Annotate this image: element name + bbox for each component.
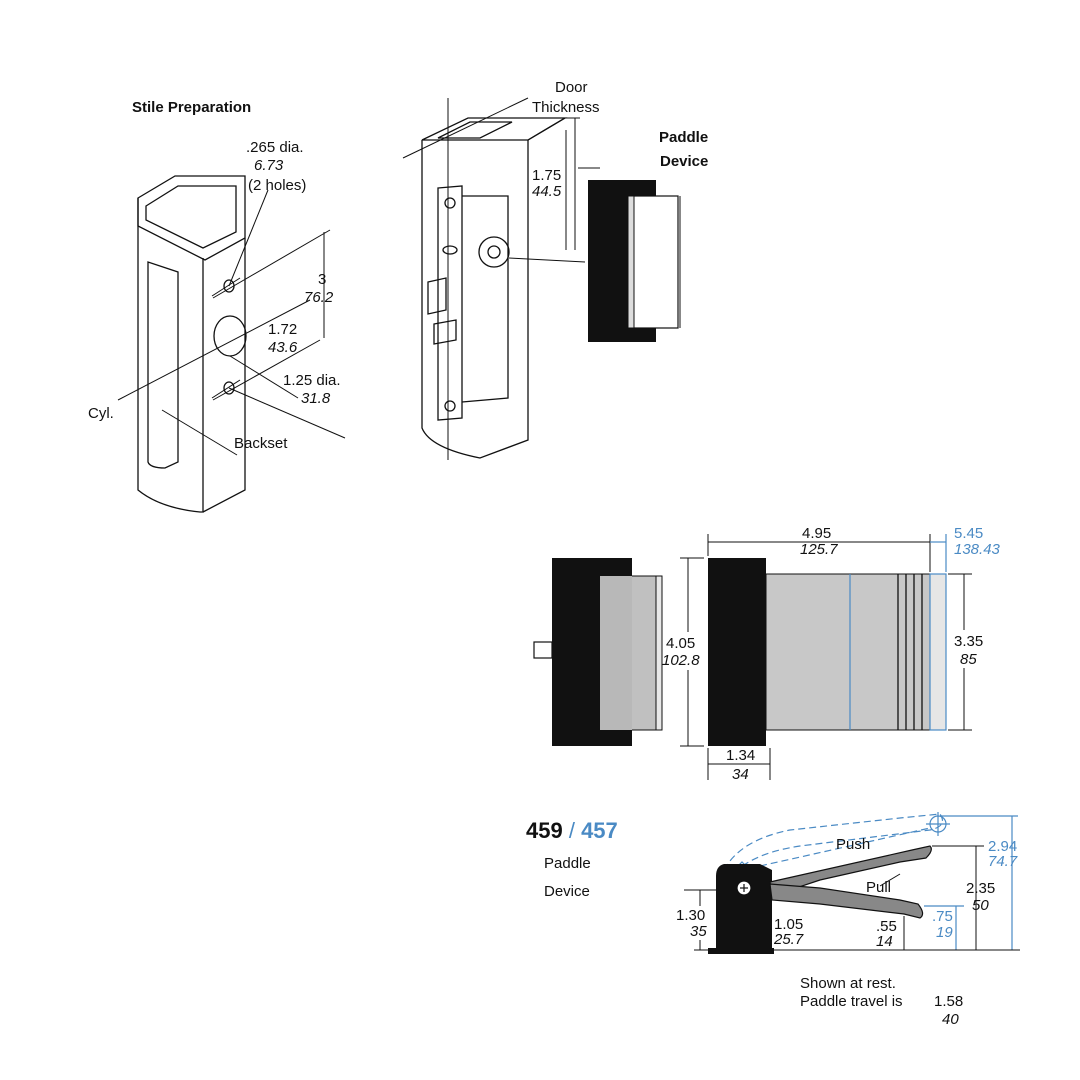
front-view-figure: 4.05 102.8 4.95 125.7 5.45 138.43 3.35 8… <box>533 525 1001 783</box>
front-inner-height: 3.35 <box>954 633 983 650</box>
model-line2: Device <box>544 883 590 900</box>
model-number: 459 / 457 <box>526 818 618 843</box>
holes-note: (2 holes) <box>248 177 306 194</box>
cyl-dia-mm: 31.8 <box>301 390 331 407</box>
side-gap-alt: .75 <box>932 908 953 925</box>
model-label: 459 / 457 Paddle Device <box>526 818 618 900</box>
stile-face <box>137 198 204 513</box>
cyl-label: Cyl. <box>88 405 114 422</box>
front-paddle <box>765 573 931 731</box>
model-line1: Paddle <box>544 855 591 872</box>
side-h-alt: 2.94 <box>988 838 1017 855</box>
door-thickness-line2: Thickness <box>532 99 600 116</box>
door-thickness-line1: Door <box>555 79 588 96</box>
front-inner-height-mm: 85 <box>960 651 977 668</box>
side-base-h-mm: 35 <box>690 923 707 940</box>
front-width-alt-mm: 138.43 <box>954 541 1001 558</box>
hole-dia-mm: 6.73 <box>254 157 284 174</box>
backset-label: Backset <box>234 435 288 452</box>
front-right-housing <box>708 558 766 746</box>
cyl-dia-label: 1.25 dia. <box>283 372 341 389</box>
paddle-top-line1: Paddle <box>659 129 708 146</box>
travel: 1.58 <box>934 993 963 1010</box>
front-base: 1.34 <box>726 747 755 764</box>
spacing-label: 3 <box>318 271 326 288</box>
push-lever <box>769 845 932 897</box>
cylinder <box>478 236 510 268</box>
stile-slot <box>147 261 179 469</box>
side-gap-mm: 14 <box>876 933 893 950</box>
front-width-alt: 5.45 <box>954 525 983 542</box>
stile-preparation-figure: Stile Preparation .265 dia. 6.73 (2 hole… <box>88 99 346 513</box>
stile-title: Stile Preparation <box>132 99 251 116</box>
front-height-mm: 102.8 <box>662 652 700 669</box>
front-base-mm: 34 <box>732 766 749 783</box>
push-label: Push <box>836 836 870 853</box>
door-dim-mm: 44.5 <box>532 183 562 200</box>
side-h: 2.35 <box>966 880 995 897</box>
pull-lever <box>769 883 924 919</box>
paddle-device-top: Paddle Device <box>588 129 708 342</box>
stile-opening <box>145 185 237 249</box>
note-line2: Paddle travel is <box>800 993 903 1010</box>
side-base-w-mm: 25.7 <box>773 931 804 948</box>
paddle-alt-outline <box>723 813 943 871</box>
stile-side <box>202 238 246 513</box>
door-dim: 1.75 <box>532 167 561 184</box>
offset-label: 1.72 <box>268 321 297 338</box>
front-height: 4.05 <box>666 635 695 652</box>
paddle-top-line2: Device <box>660 153 708 170</box>
lock-faceplate <box>437 185 463 421</box>
stile-top <box>137 175 246 261</box>
door-body <box>421 140 529 459</box>
pull-label: Pull <box>866 879 891 896</box>
lock-case <box>461 195 509 403</box>
side-base-w: 1.05 <box>774 916 803 933</box>
side-gap: .55 <box>876 918 897 935</box>
offset-mm: 43.6 <box>268 339 298 356</box>
door-lock-figure: Door Thickness 1.75 44.5 <box>402 79 600 460</box>
spacing-mm: 76.2 <box>304 289 334 306</box>
note-line1: Shown at rest. <box>800 975 896 992</box>
side-base-h: 1.30 <box>676 907 705 924</box>
latch <box>427 277 447 315</box>
side-h-mm: 50 <box>972 897 989 914</box>
door-top <box>421 117 568 141</box>
paddle-base <box>714 864 772 952</box>
side-h-alt-mm: 74.7 <box>988 853 1018 870</box>
side-view-figure: Push Pull 2.94 74.7 2.35 50 .75 19 .55 1… <box>676 812 1020 1028</box>
hole-dia-label: .265 dia. <box>246 139 304 156</box>
side-gap-alt-mm: 19 <box>936 924 953 941</box>
travel-mm: 40 <box>942 1011 959 1028</box>
front-width-mm: 125.7 <box>800 541 838 558</box>
front-width: 4.95 <box>802 525 831 542</box>
